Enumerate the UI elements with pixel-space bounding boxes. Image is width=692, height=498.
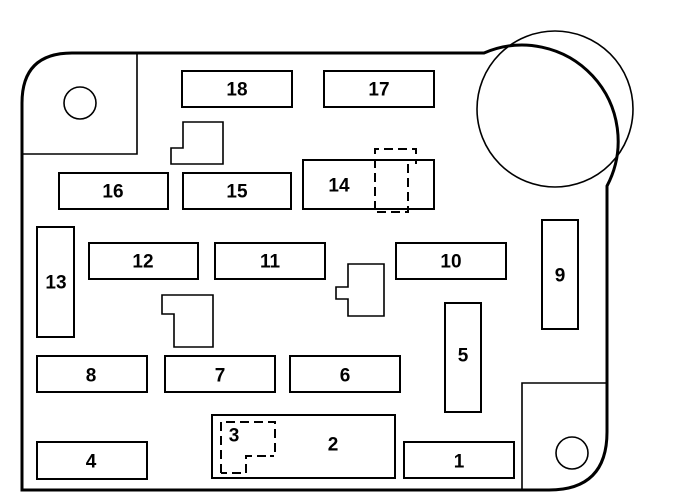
fuse-label: 3 [229, 426, 240, 447]
relay-socket-left [161, 294, 214, 348]
fuse-6[interactable]: 6 [289, 355, 401, 393]
fuse-label: 16 [102, 182, 123, 203]
relay-socket-center [335, 263, 385, 317]
fuse-3[interactable]: 3 [220, 421, 276, 474]
mount-hole-top-left [63, 86, 97, 120]
fuse-7[interactable]: 7 [164, 355, 276, 393]
fuse-label: 5 [458, 346, 469, 367]
fuse-label: 4 [86, 452, 97, 473]
fuse-label: 6 [340, 366, 351, 387]
fuse-5[interactable]: 5 [444, 302, 482, 413]
fuse-label: 12 [132, 252, 153, 273]
fuse-14[interactable]: 14 [302, 159, 435, 210]
fuse-label: 9 [555, 266, 566, 287]
fuse-label: 7 [215, 366, 226, 387]
round-connector [476, 30, 634, 188]
fuse-label: 13 [45, 273, 66, 294]
fuse-2[interactable]: 2 [211, 414, 396, 479]
fuse-16[interactable]: 16 [58, 172, 169, 210]
fuse-1[interactable]: 1 [403, 441, 515, 479]
fuse-label: 8 [86, 366, 97, 387]
fuse-12[interactable]: 12 [88, 242, 199, 280]
fuse-label: 10 [440, 252, 461, 273]
fuse-11[interactable]: 11 [214, 242, 326, 280]
fuse-18[interactable]: 18 [181, 70, 293, 108]
fuse-label: 15 [226, 182, 248, 203]
fuse-label: 2 [328, 435, 339, 456]
fuse-4[interactable]: 4 [36, 441, 148, 480]
fuse-label: 17 [368, 80, 389, 101]
fuse-label: 18 [226, 80, 247, 101]
mount-hole-bottom-right [555, 436, 589, 470]
fuse-label: 11 [260, 252, 281, 273]
fuse-17[interactable]: 17 [323, 70, 435, 108]
fuse-label: 14 [328, 176, 350, 197]
fuse-13[interactable]: 13 [36, 226, 75, 338]
fuse-10[interactable]: 10 [395, 242, 507, 280]
housing-outline [20, 43, 620, 492]
mount-corner-bottom-right [521, 382, 607, 490]
optional-fuse-outline-14 [374, 148, 417, 213]
fuse-8[interactable]: 8 [36, 355, 148, 393]
mount-corner-top-left [22, 53, 138, 155]
fuse-9[interactable]: 9 [541, 219, 579, 330]
fuse-label: 1 [454, 452, 465, 473]
fuse-15[interactable]: 15 [182, 172, 292, 210]
relay-socket-top [170, 121, 224, 165]
